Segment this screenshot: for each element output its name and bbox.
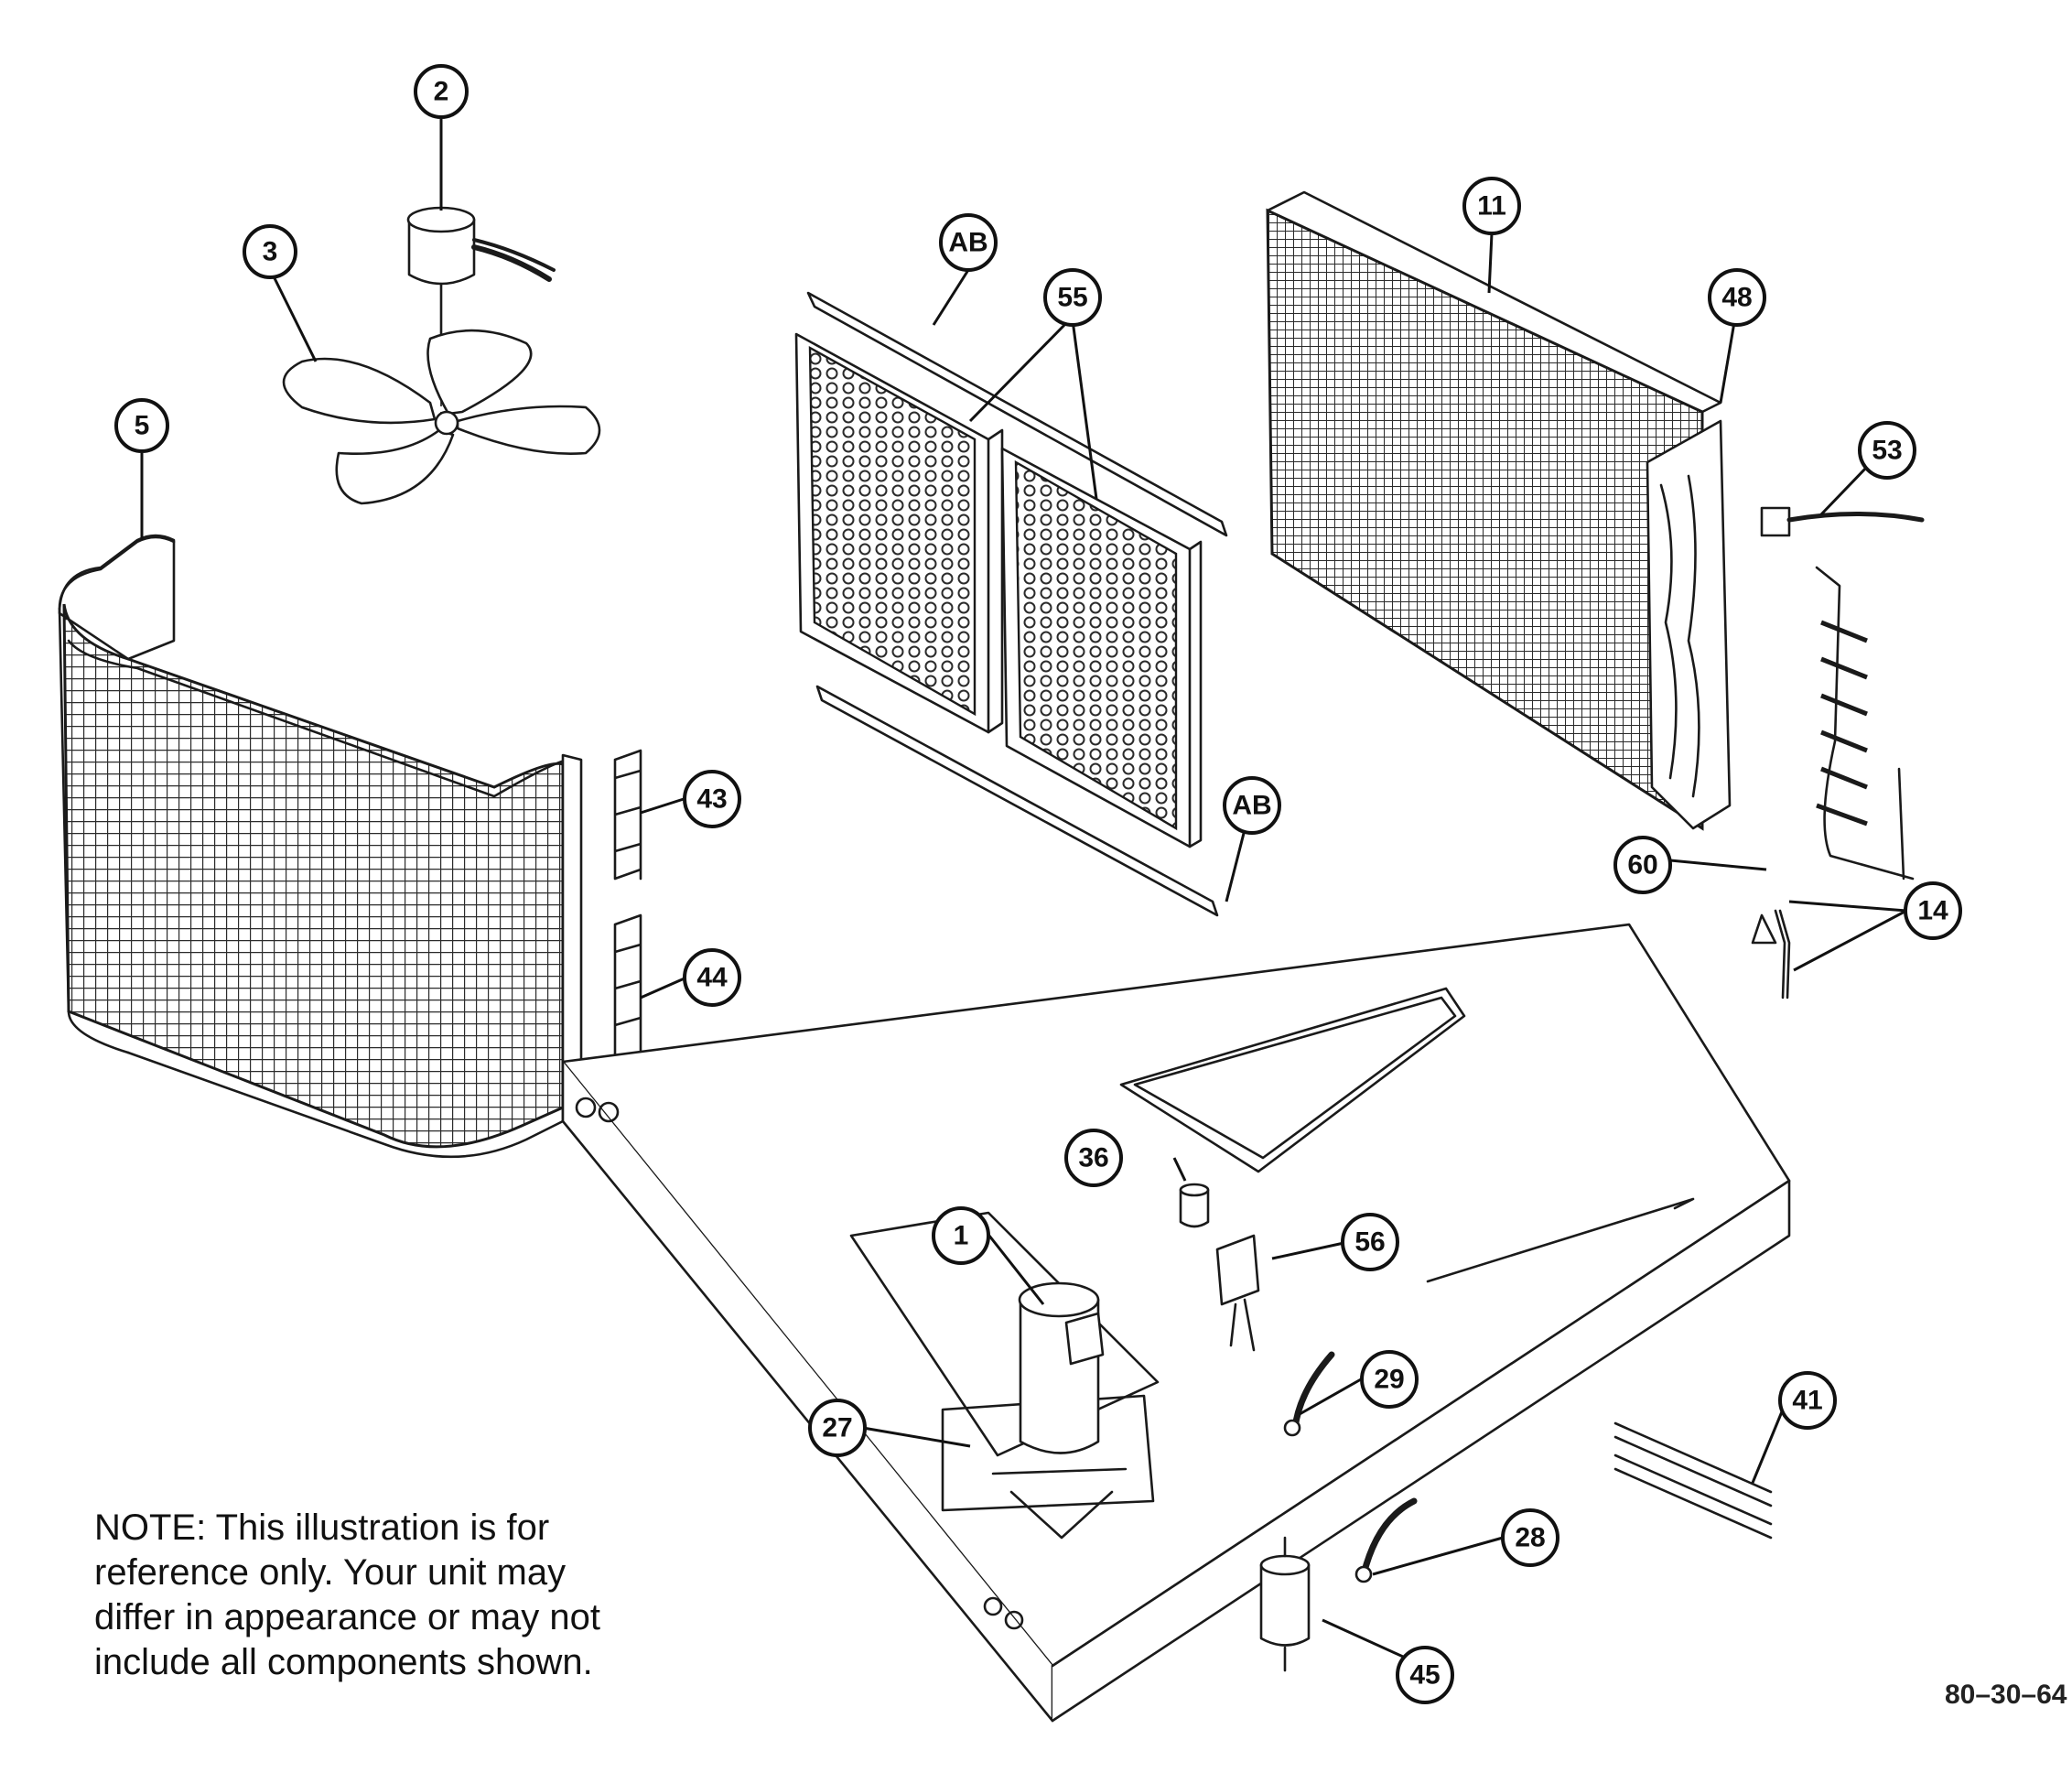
svg-text:27: 27 — [822, 1413, 852, 1443]
svg-text:2: 2 — [434, 77, 449, 107]
heater-assembly — [1751, 566, 1915, 1000]
svg-text:11: 11 — [1477, 191, 1506, 222]
callout-part-56: 56 — [1341, 1213, 1399, 1271]
small-parts — [1179, 1183, 1773, 1672]
filters — [794, 291, 1228, 917]
svg-text:1: 1 — [954, 1221, 969, 1251]
svg-text:43: 43 — [696, 784, 727, 815]
coil — [1266, 190, 1732, 831]
callout-leaders — [140, 119, 1907, 1677]
svg-text:45: 45 — [1409, 1660, 1440, 1691]
svg-text:44: 44 — [696, 963, 728, 993]
drawing-number: 80–30–64 — [1945, 1680, 2067, 1710]
callout-part-ab-bottom: AB — [1223, 776, 1281, 835]
callout-part-36: 36 — [1064, 1129, 1123, 1187]
callout-part-11: 11 — [1462, 177, 1521, 235]
note-line: NOTE: This illustration is for — [94, 1507, 550, 1548]
base-pan — [561, 923, 1791, 1723]
reference-note: NOTE: This illustration is for reference… — [94, 1506, 653, 1685]
svg-text:3: 3 — [263, 237, 278, 267]
callout-part-ab-top: AB — [939, 213, 998, 272]
svg-text:AB: AB — [948, 228, 987, 258]
callout-part-28: 28 — [1501, 1508, 1559, 1567]
wire-harness — [1760, 506, 1925, 537]
callout-part-55: 55 — [1043, 268, 1102, 327]
svg-text:5: 5 — [135, 411, 150, 441]
svg-text:28: 28 — [1515, 1523, 1545, 1553]
svg-text:56: 56 — [1354, 1227, 1385, 1258]
callout-part-60: 60 — [1613, 836, 1672, 894]
callout-part-5: 5 — [114, 398, 169, 453]
svg-text:48: 48 — [1721, 283, 1752, 313]
svg-text:55: 55 — [1057, 283, 1087, 313]
svg-text:36: 36 — [1078, 1143, 1108, 1173]
coil-guard — [58, 534, 583, 1159]
callout-part-43: 43 — [683, 770, 741, 828]
callout-part-29: 29 — [1360, 1350, 1419, 1409]
callout-part-14: 14 — [1904, 881, 1962, 940]
callout-part-48: 48 — [1708, 268, 1766, 327]
callout-part-45: 45 — [1396, 1646, 1454, 1704]
callout-part-1: 1 — [932, 1206, 990, 1265]
svg-text:53: 53 — [1872, 436, 1902, 466]
fan-blade — [282, 329, 601, 505]
callout-part-41: 41 — [1778, 1371, 1837, 1430]
note-line: reference only. Your unit may — [94, 1552, 567, 1593]
compressor — [991, 1281, 1128, 1540]
note-line: differ in appearance or may not — [94, 1597, 600, 1637]
svg-text:60: 60 — [1627, 850, 1657, 881]
callout-part-53: 53 — [1858, 421, 1916, 480]
svg-text:14: 14 — [1917, 896, 1948, 926]
svg-text:41: 41 — [1792, 1386, 1822, 1416]
svg-text:29: 29 — [1374, 1365, 1404, 1395]
svg-text:AB: AB — [1232, 791, 1271, 821]
callout-part-3: 3 — [243, 224, 297, 279]
clips — [613, 749, 642, 1086]
callout-part-27: 27 — [808, 1399, 867, 1457]
callout-part-44: 44 — [683, 948, 741, 1007]
note-line: include all components shown. — [94, 1642, 593, 1682]
callout-part-2: 2 — [414, 64, 469, 119]
